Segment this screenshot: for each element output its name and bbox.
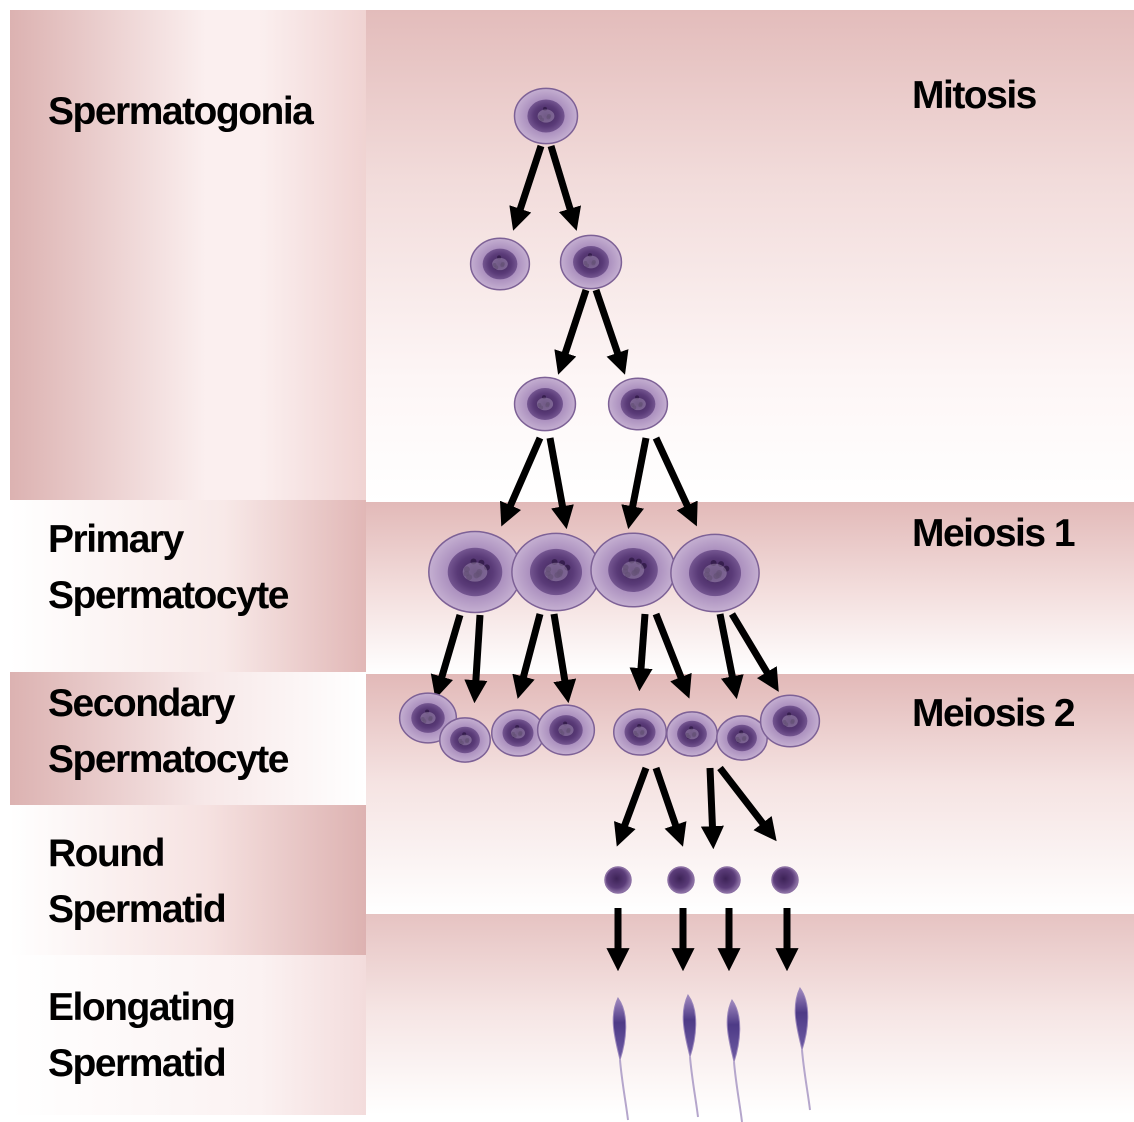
arrow-meiosis2-2b — [720, 768, 771, 834]
cell-elongating-spermatid-3 — [727, 1000, 742, 1122]
cell-primary-spermatocyte-1 — [429, 532, 521, 613]
arrow-mitosis-2b — [596, 290, 622, 366]
arrow-meiosis2-1b — [656, 768, 680, 838]
cell-primary-spermatocyte-2 — [512, 533, 600, 610]
cell-secondary-spermatocyte-4 — [538, 705, 595, 755]
cell-secondary-spermatocyte-8 — [761, 695, 820, 747]
arrow-mitosis-3d — [656, 438, 693, 518]
arrow-meiosis2-2a — [710, 768, 713, 840]
cell-secondary-spermatocyte-3 — [492, 710, 545, 756]
cell-secondary-spermatocyte-2 — [440, 718, 490, 762]
arrow-meiosis1-3a — [640, 614, 645, 682]
arrow-meiosis1-4a — [720, 614, 735, 690]
arrow-mitosis-1b — [551, 146, 574, 222]
cell-elongating-spermatid-1 — [613, 998, 628, 1120]
arrow-meiosis1-1a — [438, 615, 460, 690]
cell-round-spermatid-1 — [605, 867, 631, 893]
cell-spermatogonium-3b — [609, 378, 668, 430]
arrow-mitosis-1a — [516, 146, 541, 222]
arrow-meiosis1-3b — [656, 614, 686, 690]
cell-spermatogonium-3a — [515, 377, 576, 430]
cell-round-spermatid-2 — [668, 867, 694, 893]
cell-primary-spermatocyte-3 — [591, 533, 675, 607]
arrow-meiosis1-1b — [475, 615, 480, 694]
arrow-meiosis1-2b — [554, 614, 567, 694]
cell-elongating-spermatid-4 — [795, 988, 810, 1110]
cell-elongating-spermatid-2 — [683, 995, 698, 1117]
cell-round-spermatid-4 — [772, 867, 798, 893]
arrow-meiosis2-1a — [620, 768, 646, 838]
cell-secondary-spermatocyte-7 — [717, 716, 767, 760]
arrow-meiosis1-4b — [732, 614, 774, 684]
arrow-mitosis-2a — [561, 290, 586, 366]
cell-round-spermatid-3 — [714, 867, 740, 893]
cell-secondary-spermatocyte-5 — [614, 709, 667, 755]
cell-primary-spermatocyte-4 — [671, 534, 759, 611]
arrow-mitosis-3c — [630, 438, 646, 520]
cells-group — [400, 88, 820, 1122]
arrow-mitosis-3b — [550, 438, 565, 520]
cell-secondary-spermatocyte-6 — [667, 712, 717, 756]
arrow-meiosis1-2a — [520, 614, 540, 690]
arrow-mitosis-3a — [505, 438, 540, 518]
cell-spermatogonium-2a — [471, 238, 530, 290]
cell-spermatogonium-1 — [515, 88, 578, 143]
cell-spermatogonium-2b — [561, 235, 622, 288]
